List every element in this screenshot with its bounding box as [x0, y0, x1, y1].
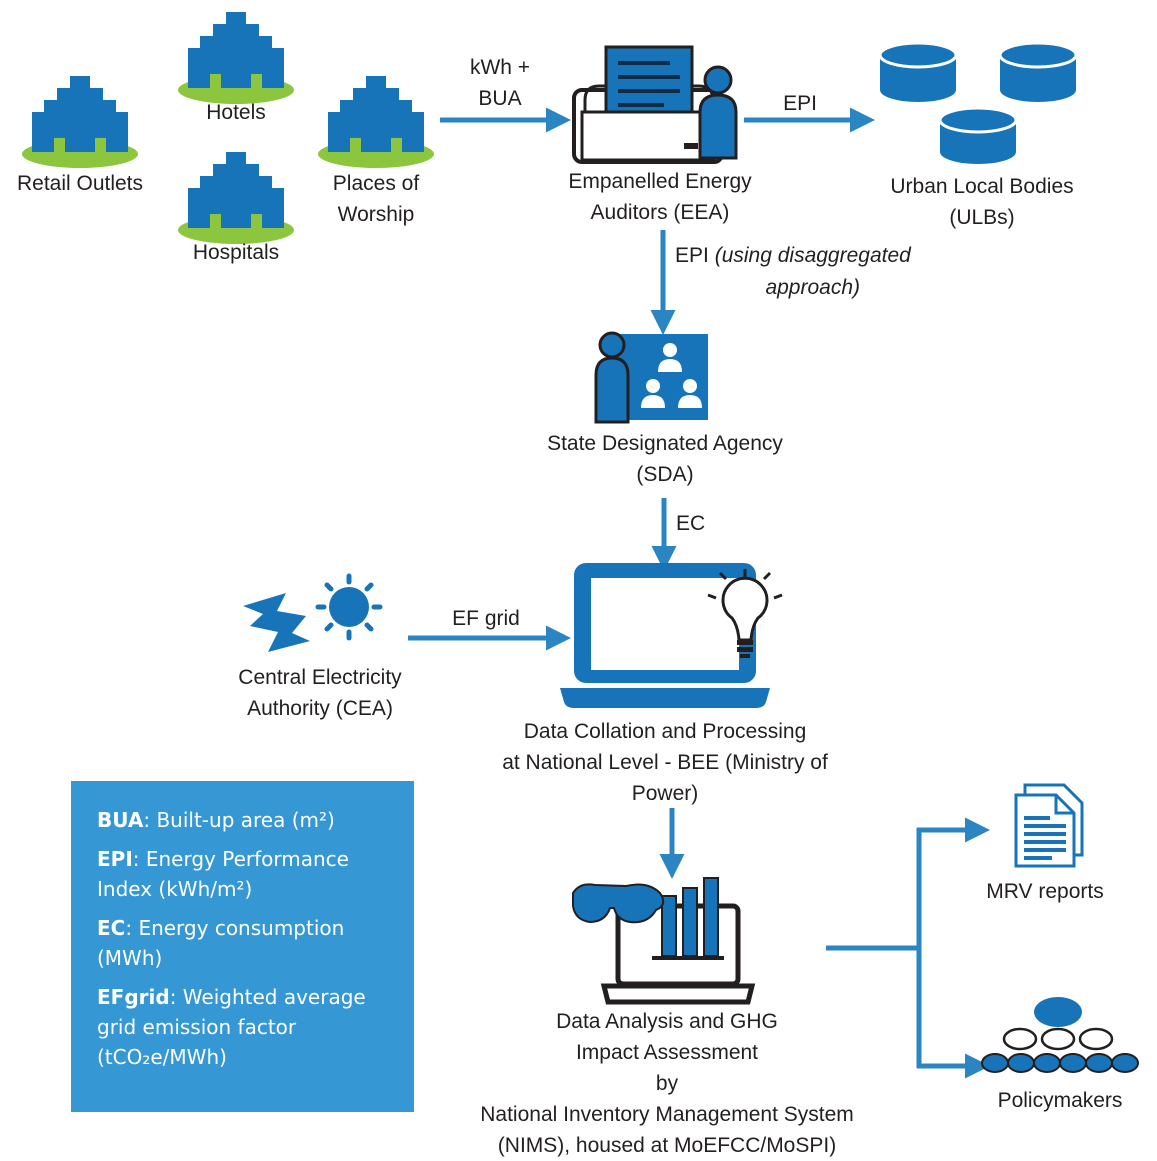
- retail-outlets-label: Retail Outlets: [16, 172, 144, 195]
- disaggregated-note-line2: approach): [765, 276, 860, 299]
- disaggregated-note: (using disaggregated: [714, 244, 911, 267]
- state-agency-team-icon: [594, 331, 708, 424]
- sun-icon: [315, 573, 383, 641]
- places-of-worship-building-icon: [318, 76, 434, 168]
- arrow-nims-to-outputs: [826, 817, 990, 1079]
- hotels-label: Hotels: [206, 101, 266, 124]
- lightning-bolt-icon: [243, 593, 310, 652]
- legend-entry-bua: BUA: Built-up area (m²): [97, 808, 335, 832]
- ulbs-label: Urban Local Bodies(ULBs): [890, 175, 1074, 229]
- energy-auditor-printer-icon: [572, 45, 738, 164]
- ulb-database-icon: [878, 41, 1078, 164]
- legend-entry-epi: EPI: Energy Performance Index (kWh/m²): [97, 847, 349, 901]
- epi-sda-edge-label: EPI (using disaggregated: [675, 244, 911, 267]
- retail-outlets-building-icon: [22, 76, 138, 168]
- legend-box: BUA: Built-up area (m²) EPI: Energy Perf…: [71, 781, 414, 1112]
- hospitals-label: Hospitals: [192, 241, 280, 264]
- policymakers-hierarchy-icon: [981, 997, 1139, 1073]
- hospitals-building-icon: [178, 152, 294, 244]
- kwh-bua-edge-label: kWh +BUA: [469, 56, 531, 110]
- ec-edge-label: EC: [676, 512, 706, 535]
- reports-document-icon: [1014, 783, 1084, 868]
- analytics-laptop-icon: [572, 877, 756, 1005]
- policymakers-label: Policymakers: [997, 1089, 1123, 1112]
- sda-label: State Designated Agency(SDA): [547, 432, 783, 486]
- legend-entry-ec: EC: Energy consumption (MWh): [97, 916, 345, 970]
- ef-grid-edge-label: EF grid: [452, 607, 520, 630]
- mrv-reports-label: MRV reports: [986, 880, 1104, 903]
- laptop-lightbulb-icon: [560, 563, 783, 708]
- hotels-building-icon: [178, 12, 294, 104]
- legend-entry-efgrid: EFgrid: Weighted average grid emission f…: [97, 985, 366, 1069]
- epi-ulb-edge-label: EPI: [783, 92, 817, 115]
